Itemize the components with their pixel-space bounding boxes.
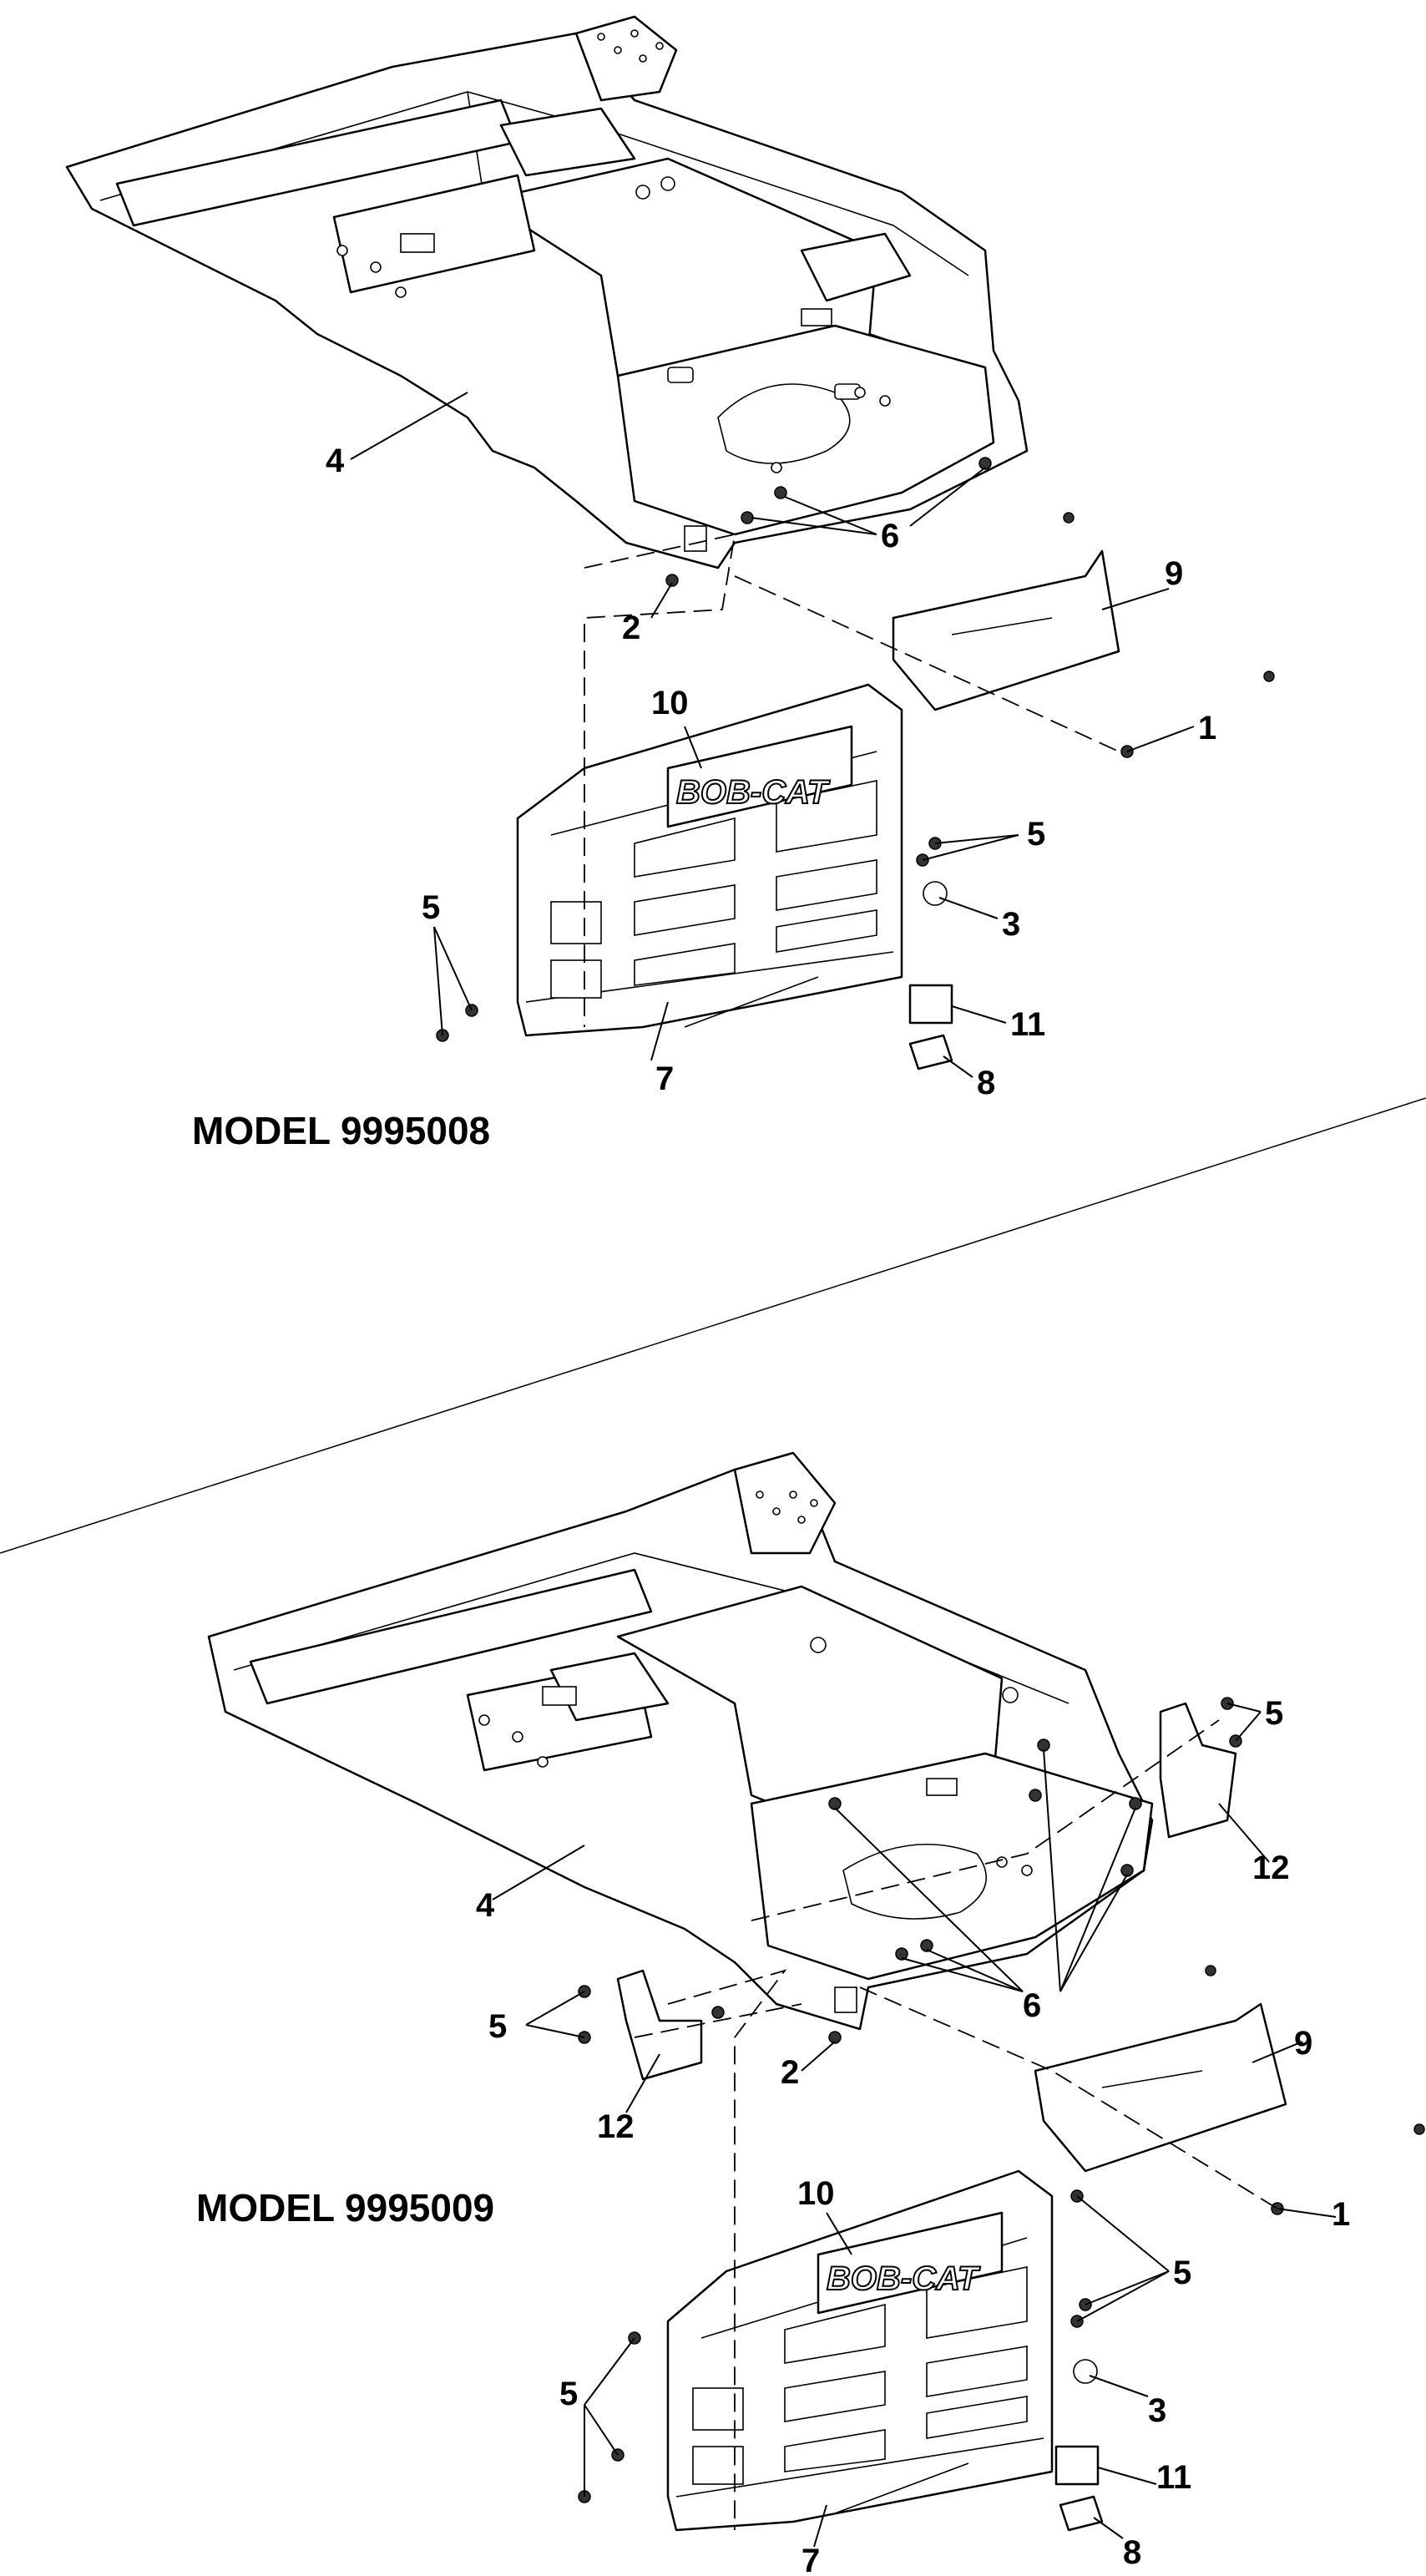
callout-1: 1 bbox=[1198, 710, 1216, 746]
callout-11: 11 bbox=[1010, 1006, 1045, 1043]
callout-11: 11 bbox=[1156, 2459, 1191, 2496]
callout-6: 6 bbox=[1023, 1987, 1041, 2024]
top-diagram: BOB-CAT bbox=[65, 15, 1275, 1152]
hardware-bottom bbox=[578, 1697, 1425, 2532]
callout-5: 5 bbox=[559, 2376, 578, 2412]
callout-5: 5 bbox=[1173, 2255, 1191, 2291]
decal-8 bbox=[908, 1034, 953, 1070]
callout-10: 10 bbox=[651, 685, 689, 721]
callout-7: 7 bbox=[801, 2543, 820, 2576]
chassis-frame bbox=[65, 15, 1029, 569]
bottom-diagram: BOB-CAT bbox=[196, 1451, 1425, 2576]
callout-2: 2 bbox=[622, 610, 640, 646]
callout-9: 9 bbox=[1294, 2025, 1312, 2062]
skid-plate-7: BOB-CAT bbox=[666, 2169, 1054, 2532]
callout-3: 3 bbox=[1002, 906, 1020, 943]
skid-plate-7: BOB-CAT bbox=[516, 683, 903, 1037]
callout-4: 4 bbox=[326, 443, 345, 479]
bracket-12 bbox=[1159, 1702, 1237, 1839]
decal-11 bbox=[908, 984, 953, 1025]
callout-1: 1 bbox=[1332, 2196, 1350, 2233]
logo-10: BOB-CAT bbox=[676, 774, 831, 811]
callout-2: 2 bbox=[781, 2054, 799, 2091]
chassis-frame bbox=[207, 1451, 1154, 2031]
callout-9: 9 bbox=[1165, 555, 1183, 592]
hardware-top bbox=[436, 457, 1275, 1070]
callout-4: 4 bbox=[476, 1887, 495, 1924]
model-label-bottom: MODEL 9995009 bbox=[196, 2186, 494, 2229]
callout-5: 5 bbox=[1265, 1695, 1283, 1732]
callout-12: 12 bbox=[1252, 1850, 1290, 1886]
callout-5: 5 bbox=[488, 2008, 507, 2045]
model-label-top: MODEL 9995008 bbox=[192, 1109, 490, 1152]
callout-10: 10 bbox=[797, 2175, 835, 2212]
callout-12: 12 bbox=[597, 2108, 635, 2145]
logo-10: BOB-CAT bbox=[827, 2260, 981, 2297]
callout-5: 5 bbox=[422, 889, 440, 926]
callout-6: 6 bbox=[881, 518, 899, 554]
callout-8: 8 bbox=[1123, 2534, 1141, 2571]
callout-7: 7 bbox=[655, 1060, 674, 1097]
decal-11 bbox=[1054, 2445, 1100, 2486]
divider-line bbox=[0, 1097, 1426, 1554]
deflector-9 bbox=[892, 549, 1120, 711]
callout-5: 5 bbox=[1027, 816, 1045, 853]
bracket-12 bbox=[616, 1969, 703, 2081]
callout-3: 3 bbox=[1148, 2392, 1166, 2429]
callout-8: 8 bbox=[977, 1065, 995, 1101]
decal-8 bbox=[1059, 2495, 1104, 2532]
deflector-9 bbox=[1034, 2002, 1287, 2173]
